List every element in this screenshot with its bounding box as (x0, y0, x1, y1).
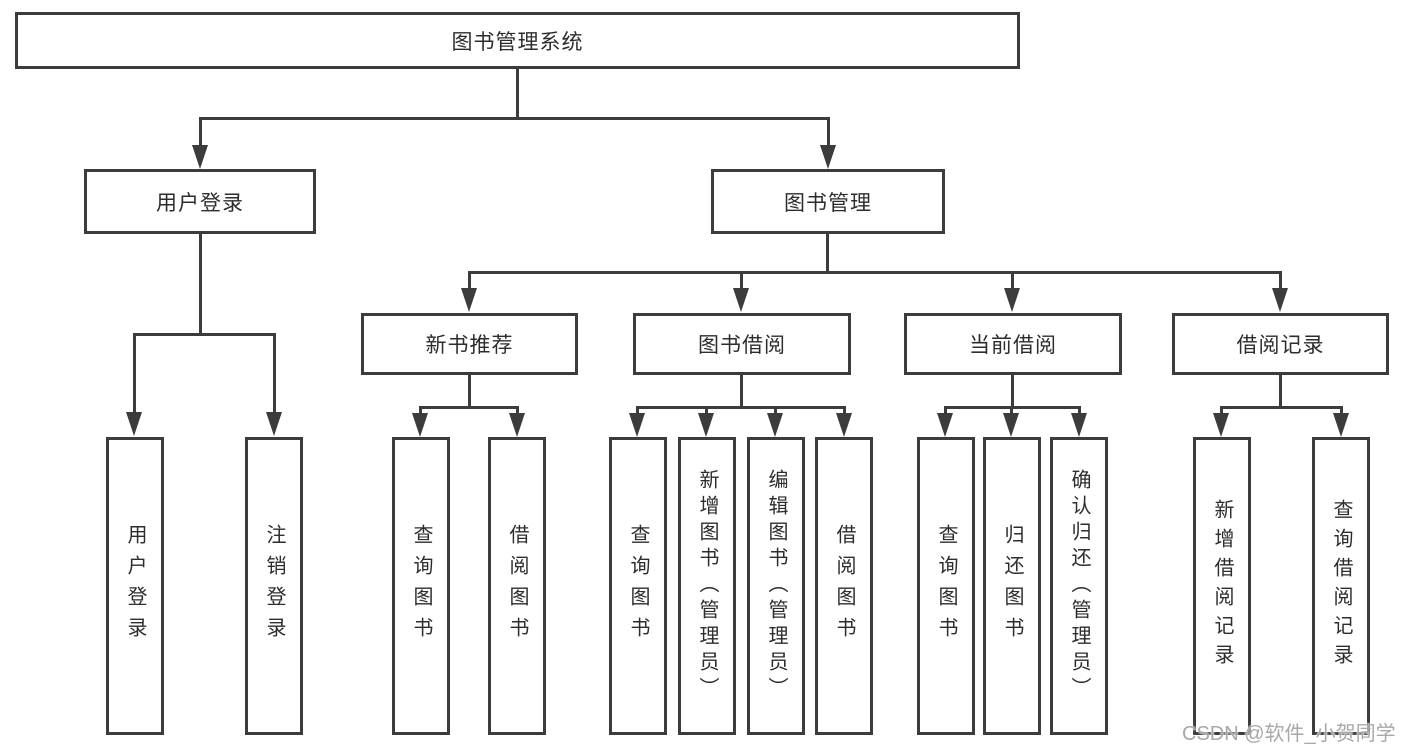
arrowhead (1213, 413, 1229, 437)
leaf-label: 用户登录 (124, 524, 146, 648)
connector-line (468, 271, 1282, 274)
connector-line (774, 406, 777, 418)
connector-line (1078, 406, 1081, 418)
connector-line (826, 234, 829, 274)
node-user-login: 用户登录 (84, 169, 316, 234)
arrowhead (836, 413, 852, 437)
arrowhead (1071, 413, 1087, 437)
arrowhead (1272, 288, 1288, 312)
connector-line (1340, 406, 1343, 418)
connector-line (1220, 406, 1343, 409)
leaf-borrow-add-books-admin: 新增图书（管理员） (678, 437, 736, 735)
arrowhead (767, 413, 783, 437)
leaf-borrow-borrow-books: 借阅图书 (815, 437, 873, 735)
leaf-label: 新增图书（管理员） (696, 469, 718, 703)
leaf-label: 查询图书 (410, 524, 432, 648)
connector-line (1011, 271, 1014, 293)
node-book-management: 图书管理 (711, 169, 945, 234)
leaf-recommend-query-books: 查询图书 (392, 437, 450, 735)
node-new-book-recommend: 新书推荐 (361, 313, 578, 375)
arrowhead (461, 288, 477, 312)
leaf-current-query-books: 查询图书 (917, 437, 975, 735)
connector-line (516, 69, 519, 119)
connector-line (1011, 375, 1014, 408)
arrowhead (1003, 413, 1019, 437)
connector-line (636, 406, 639, 418)
leaf-user-login: 用户登录 (106, 437, 164, 735)
csdn-watermark: CSDN @软件_小贺同学 (1182, 723, 1396, 745)
leaf-label: 查询图书 (935, 524, 957, 648)
leaf-borrow-edit-books-admin: 编辑图书（管理员） (747, 437, 805, 735)
leaf-label: 查询图书 (627, 524, 649, 648)
arrowhead (937, 413, 953, 437)
connector-line (199, 234, 202, 336)
connector-line (944, 406, 947, 418)
arrowhead (820, 145, 836, 169)
arrowhead (509, 413, 525, 437)
connector-line (1279, 375, 1282, 408)
connector-line (516, 406, 519, 418)
leaf-label: 借阅图书 (833, 524, 855, 648)
leaf-records-add-record: 新增借阅记录 (1193, 437, 1251, 735)
arrowhead (126, 412, 142, 436)
node-current-borrow: 当前借阅 (904, 313, 1122, 375)
leaf-label: 查询借阅记录 (1330, 499, 1352, 673)
arrowhead (192, 145, 208, 169)
connector-line (133, 333, 136, 415)
leaf-logout: 注销登录 (245, 437, 303, 735)
connector-line (1279, 271, 1282, 293)
leaf-records-query-record: 查询借阅记录 (1312, 437, 1370, 735)
connector-line (1010, 406, 1013, 418)
connector-line (419, 406, 519, 409)
connector-line (133, 333, 276, 336)
node-borrow-records: 借阅记录 (1172, 313, 1389, 375)
connector-line (740, 375, 743, 408)
connector-line (419, 406, 422, 418)
arrowhead (1333, 413, 1349, 437)
arrowhead (733, 288, 749, 312)
leaf-label: 借阅图书 (506, 524, 528, 648)
connector-line (468, 375, 471, 408)
leaf-label: 新增借阅记录 (1211, 499, 1233, 673)
connector-line (199, 117, 202, 149)
node-book-borrow: 图书借阅 (633, 313, 851, 375)
connector-line (843, 406, 846, 418)
connector-line (827, 117, 830, 149)
leaf-label: 确认归还（管理员） (1068, 469, 1090, 703)
leaf-recommend-borrow-books: 借阅图书 (488, 437, 546, 735)
arrowhead (698, 413, 714, 437)
arrowhead (1004, 288, 1020, 312)
leaf-label: 归还图书 (1001, 524, 1023, 648)
connector-line (705, 406, 708, 418)
arrowhead (266, 412, 282, 436)
leaf-borrow-query-books: 查询图书 (609, 437, 667, 735)
connector-line (468, 271, 471, 293)
connector-line (740, 271, 743, 293)
connector-line (636, 406, 846, 409)
leaf-label: 编辑图书（管理员） (765, 469, 787, 703)
connector-line (199, 117, 830, 120)
arrowhead (412, 413, 428, 437)
leaf-current-confirm-return-admin: 确认归还（管理员） (1050, 437, 1108, 735)
leaf-label: 注销登录 (263, 524, 285, 648)
leaf-current-return-books: 归还图书 (983, 437, 1041, 735)
node-library-system: 图书管理系统 (15, 12, 1020, 69)
connector-line (1220, 406, 1223, 418)
connector-line (273, 333, 276, 415)
arrowhead (629, 413, 645, 437)
